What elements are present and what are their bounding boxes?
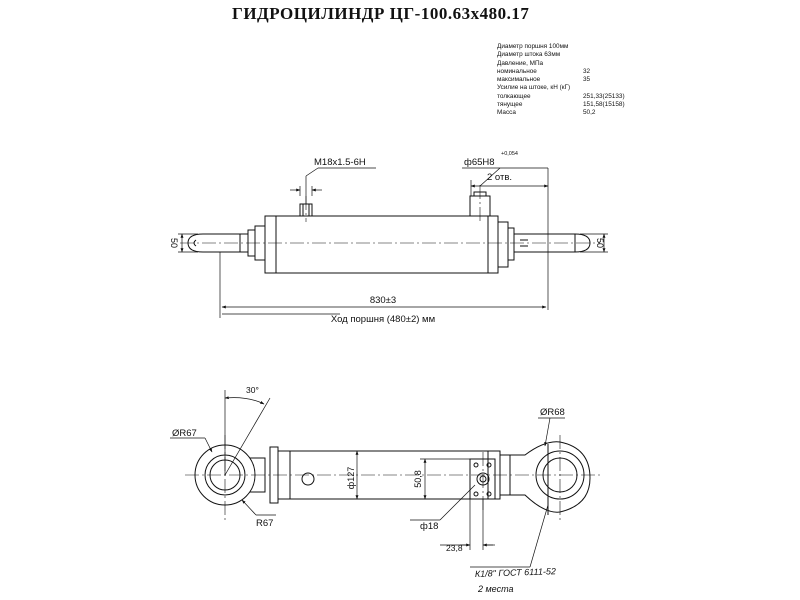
spec-label: максимальное bbox=[497, 76, 541, 84]
port-count-label: 2 места bbox=[477, 584, 513, 594]
length-label: 830±3 bbox=[370, 295, 396, 306]
angle-label: 30° bbox=[246, 385, 259, 395]
spec-label: Усилие на штоке, кН (кГ) bbox=[497, 84, 571, 92]
pin-tolerance-label: +0,054 bbox=[501, 151, 518, 157]
spec-value: 32 bbox=[583, 67, 591, 75]
spec-row: Масса 50,2 bbox=[497, 109, 595, 117]
spec-value: 151,58(15158) bbox=[583, 101, 625, 109]
spec-value: 251,33(25133) bbox=[583, 92, 625, 100]
spec-label: Диаметр штока 63мм bbox=[497, 51, 561, 59]
stroke-label: Ход поршня (480±2) мм bbox=[331, 314, 435, 325]
plan-view bbox=[185, 435, 600, 520]
spec-row: Диаметр штока 63мм bbox=[497, 51, 570, 59]
r67-bottom-label: R67 bbox=[256, 518, 273, 529]
spec-label: тянущее bbox=[497, 101, 523, 109]
side-view bbox=[180, 185, 600, 274]
holes-label: 2 отв. bbox=[487, 172, 512, 183]
dia127-label: ф127 bbox=[346, 467, 356, 489]
plan-view-dimensions bbox=[170, 390, 565, 568]
port-width-label: 50,8 bbox=[413, 470, 423, 488]
spec-label: толкающее bbox=[497, 92, 531, 100]
spec-row: Диаметр поршня 100мм bbox=[497, 43, 570, 51]
spec-row: тянущее 151,58(15158) bbox=[497, 101, 625, 109]
port-standard-label: К1/8" ГОСТ 6111-52 bbox=[475, 566, 556, 579]
spec-row: номинальное 32 bbox=[497, 67, 590, 76]
right-eye-plan bbox=[510, 441, 591, 515]
r68-label: ØR68 bbox=[540, 407, 565, 418]
spec-label: Масса bbox=[497, 109, 516, 117]
spec-value: 50,2 bbox=[583, 109, 596, 117]
spec-label: Давление, МПа bbox=[497, 59, 544, 67]
port-dia-label: ф18 bbox=[420, 521, 438, 532]
left-eye-dim: 50 bbox=[169, 238, 179, 248]
side-view-dimensions bbox=[178, 167, 608, 318]
right-eye-dim: 50 bbox=[595, 238, 605, 248]
spec-label: Диаметр поршня 100мм bbox=[497, 43, 569, 50]
spec-row: Усилие на штоке, кН (кГ) bbox=[497, 84, 570, 92]
r67-top-label: ØR67 bbox=[172, 428, 197, 439]
spec-row: толкающее 251,33(25133) bbox=[497, 92, 625, 101]
spec-row: максимальное 35 bbox=[497, 76, 590, 84]
spec-row: Давление, МПа bbox=[497, 60, 570, 68]
drawing-title: ГИДРОЦИЛИНДР ЦГ-100.63х480.17 bbox=[232, 4, 530, 23]
cylinder-barrel bbox=[264, 215, 515, 274]
port-flange bbox=[469, 458, 496, 500]
spec-label: номинальное bbox=[497, 67, 537, 75]
port-offset-label: 23,8 bbox=[446, 543, 463, 553]
thread-label: M18х1.5-6H bbox=[314, 157, 366, 168]
pin-diameter-label: ф65H8 bbox=[464, 157, 495, 168]
spec-value: 35 bbox=[583, 76, 591, 84]
